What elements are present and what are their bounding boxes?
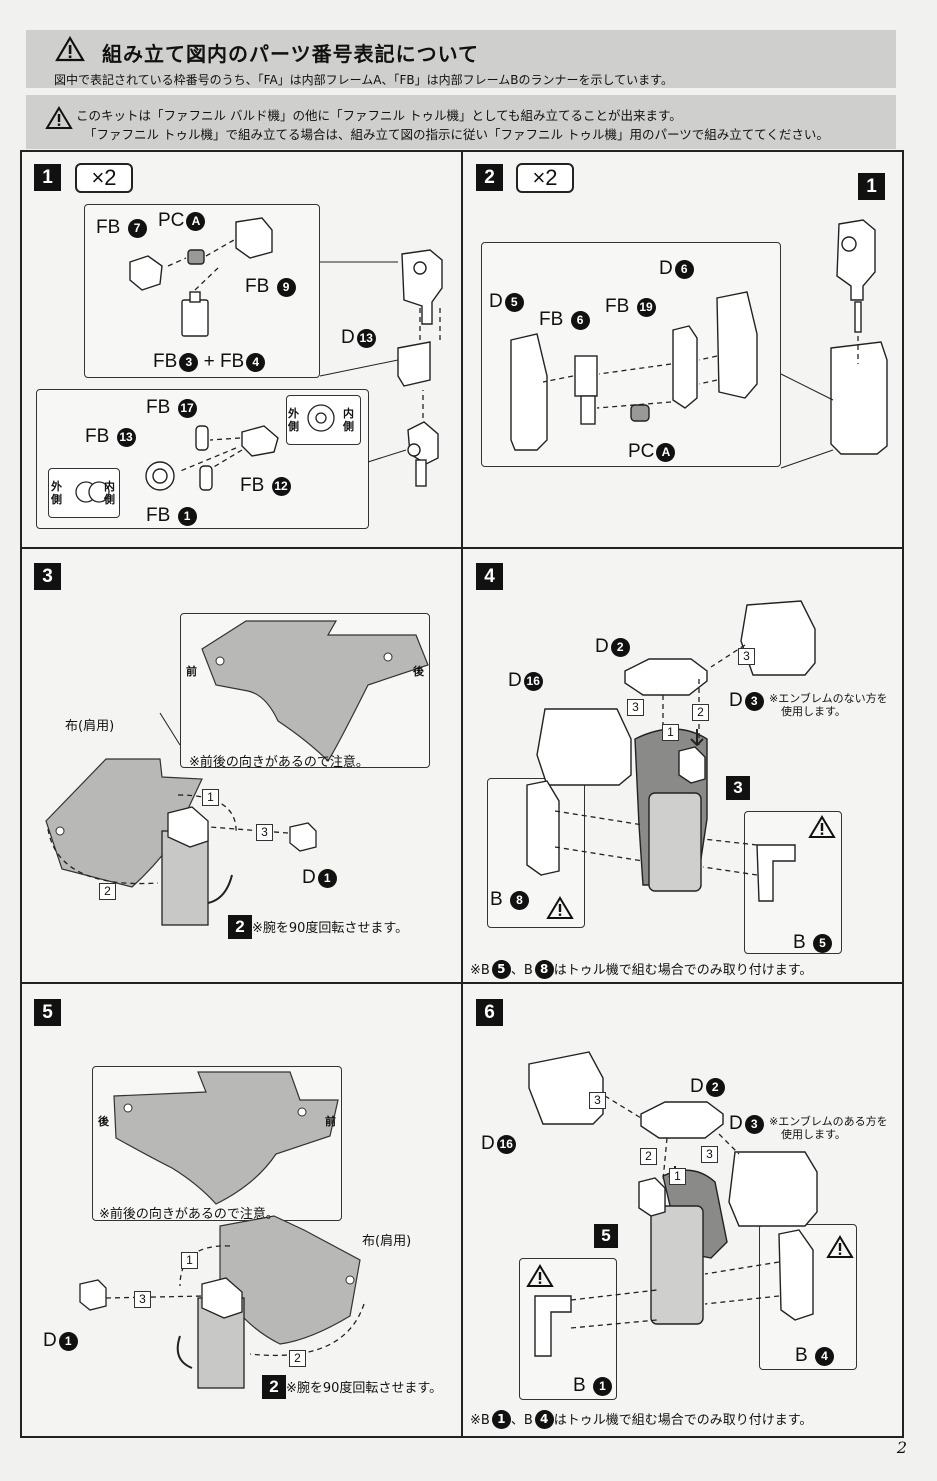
warning-icon [546, 896, 574, 919]
notice-title: 組み立て図内のパーツ番号表記について [102, 42, 479, 66]
sequence-marker: 1 [669, 1168, 686, 1185]
step-number: 6 [476, 999, 503, 1026]
orientation-inner-label: 内側 [104, 480, 115, 506]
sequence-marker: 1 [202, 789, 219, 806]
sequence-marker: 3 [134, 1291, 151, 1308]
orientation-outer-label: 外側 [51, 480, 62, 506]
cloth-label: 布(肩用) [65, 719, 115, 734]
orientation-outer-label: 外側 [288, 407, 299, 433]
warning-icon [808, 815, 836, 838]
back-marker: 後 [98, 1115, 109, 1128]
sequence-marker: 2 [99, 883, 116, 900]
sequence-marker: 2 [289, 1350, 306, 1367]
sequence-marker: 2 [640, 1148, 657, 1165]
reference-step-number: 1 [858, 173, 885, 200]
variant-notice-line2: 「ファフニル トゥル機」で組み立てる場合は、組み立て図の指示に従い「ファフニル … [84, 127, 829, 142]
step-number: 1 [34, 164, 61, 191]
reference-step-number: 5 [594, 1224, 618, 1248]
step4-diagram [526, 600, 816, 902]
rotate-instruction: 2※腕を90度回転させます。 [228, 915, 408, 939]
sequence-marker: 2 [692, 704, 709, 721]
sequence-marker: 3 [738, 648, 755, 665]
emblem-note: ※エンブレムのある方を使用します。 [769, 1115, 888, 1141]
page-number: 2 [896, 1438, 907, 1457]
part-label-fb19: FB 19 [605, 296, 656, 318]
warning-icon [55, 35, 85, 62]
step2-diagram [510, 219, 888, 469]
step-number: 5 [34, 999, 61, 1026]
sequence-marker: 1 [662, 724, 679, 741]
step5-diagram [79, 1071, 365, 1389]
cloth-label: 布(肩用) [362, 1234, 412, 1249]
sequence-marker: 3 [589, 1092, 606, 1109]
quantity-multiplier: ×2 [516, 163, 574, 193]
part-label-b1: B 1 [573, 1375, 612, 1397]
part-label-fb12: FB 12 [240, 475, 291, 497]
step-number: 2 [476, 164, 503, 191]
warning-icon [526, 1264, 554, 1287]
part-label-fb9: FB 9 [245, 276, 296, 298]
orientation-inner-label: 内側 [343, 407, 354, 433]
variant-notice-line1: このキットは「ファフニル バルド機」の他に「ファフニル トゥル機」としても組み立… [76, 108, 682, 123]
rotate-instruction: 2※腕を90度回転させます。 [262, 1375, 442, 1399]
grid-divider [461, 150, 463, 1438]
part-label-b4: B 4 [795, 1345, 834, 1367]
step-number: 3 [34, 563, 61, 590]
warning-icon [45, 106, 73, 129]
grid-divider [20, 547, 904, 549]
step6-diagram [528, 1051, 818, 1357]
front-marker: 前 [325, 1115, 336, 1128]
part-label-b5: B 5 [793, 932, 832, 954]
orientation-caution: ※前後の向きがあるので注意。 [99, 1207, 279, 1222]
step-number: 4 [476, 563, 503, 590]
grid-divider [20, 982, 904, 984]
notice-subtitle: 図中で表記されている枠番号のうち、「FA」は内部フレームA、「FB」は内部フレー… [54, 73, 673, 87]
sequence-marker: 3 [627, 699, 644, 716]
emblem-note: ※エンブレムのない方を使用します。 [769, 692, 888, 718]
variant-notice: このキットは「ファフニル バルド機」の他に「ファフニル トゥル機」としても組み立… [26, 95, 896, 149]
back-marker: 後 [413, 665, 424, 678]
step3-diagram [45, 620, 429, 926]
part-label-fb1: FB 1 [146, 505, 197, 527]
step1-diagram [75, 217, 443, 503]
reference-step-number: 3 [726, 776, 750, 800]
front-marker: 前 [186, 665, 197, 678]
part-label-fb17: FB 17 [146, 397, 197, 419]
part-label-b8: B 8 [490, 889, 529, 911]
part-label-fb6: FB 6 [539, 309, 590, 331]
part-label-fb13: FB 13 [85, 426, 136, 448]
sequence-marker: 3 [256, 824, 273, 841]
sequence-marker: 3 [701, 1146, 718, 1163]
part-label-fb7: FB 7 [96, 217, 147, 239]
sequence-marker: 1 [181, 1252, 198, 1269]
parts-notation-notice: 組み立て図内のパーツ番号表記について 図中で表記されている枠番号のうち、「FA」… [26, 30, 896, 88]
warning-icon [826, 1235, 854, 1258]
orientation-caution: ※前後の向きがあるので注意。 [189, 755, 369, 770]
quantity-multiplier: ×2 [75, 163, 133, 193]
